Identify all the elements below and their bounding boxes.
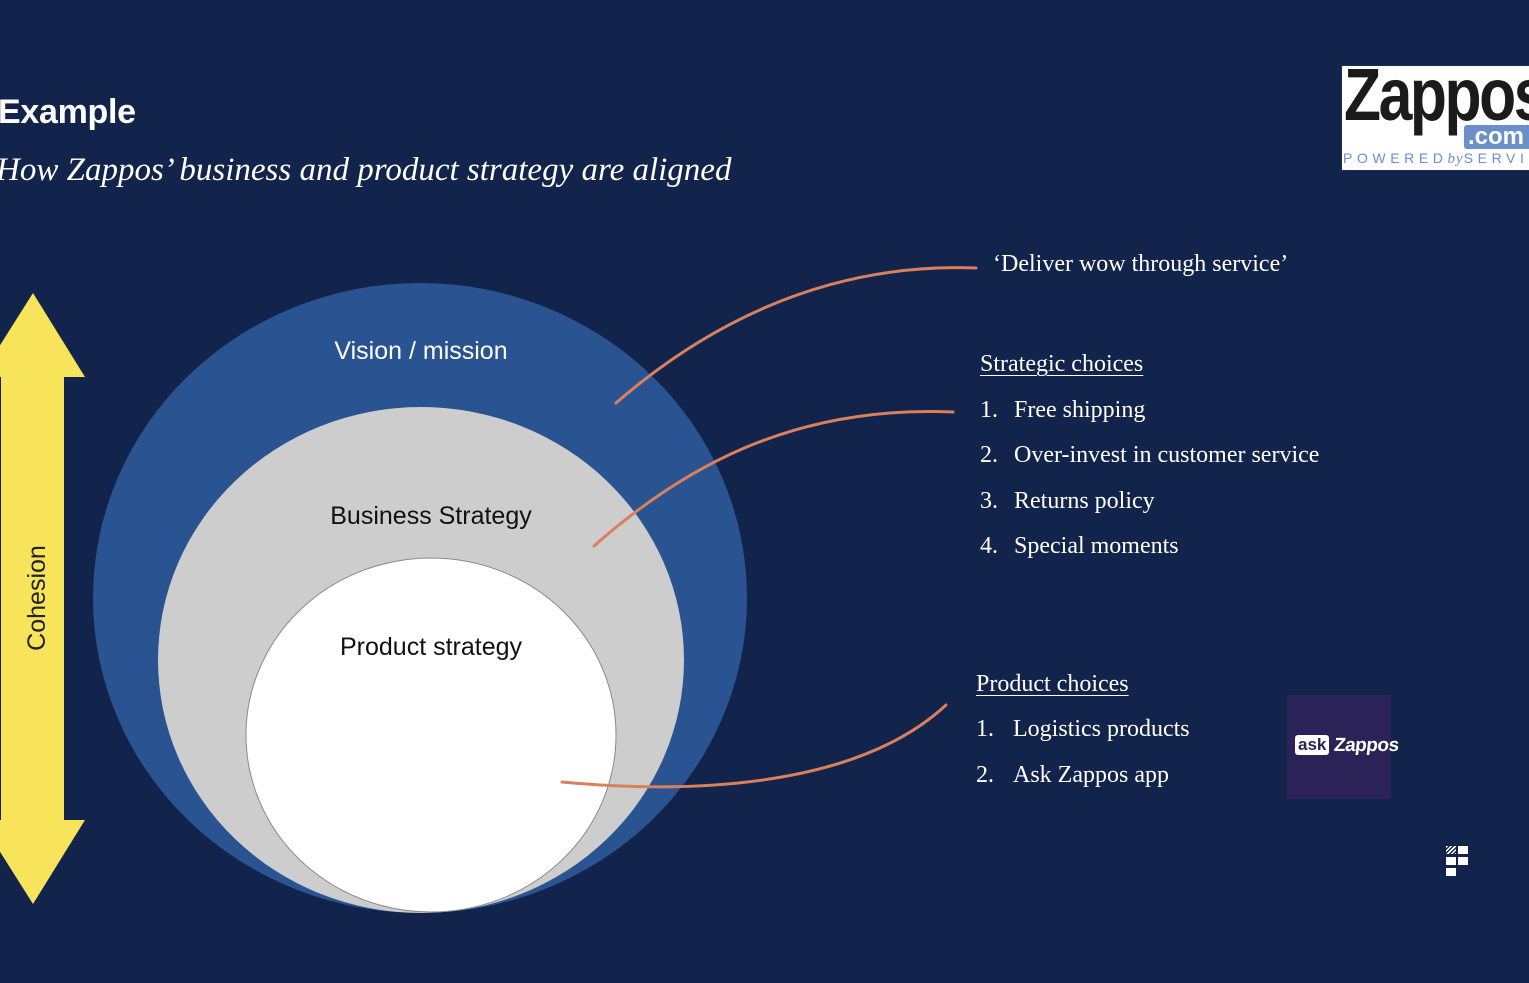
- zappos-logo-com: .com: [1464, 125, 1529, 149]
- product-choice-item: 1. Logistics products: [976, 716, 1190, 743]
- item-number: 3.: [980, 488, 998, 514]
- tagline-powered: POWERED: [1343, 150, 1448, 166]
- product-strategy-circle: [245, 557, 617, 913]
- ask-zappos-logo-ask: ask: [1295, 735, 1330, 755]
- item-number: 4.: [980, 533, 998, 559]
- item-text: Free shipping: [1014, 397, 1146, 423]
- ask-zappos-logo-word: Zappos: [1332, 735, 1400, 756]
- strategic-choice-item: 1. Free shipping: [980, 397, 1145, 424]
- zappos-logo: Zappos .com POWEREDbySERVICE: [1341, 65, 1529, 171]
- brand-grid-cell: [1458, 846, 1468, 854]
- item-text: Special moments: [1014, 533, 1179, 559]
- brand-grid-hatched-cell: [1446, 846, 1456, 854]
- cohesion-label: Cohesion: [23, 545, 51, 651]
- strategic-choice-item: 2. Over-invest in customer service: [980, 442, 1319, 469]
- strategic-choices-heading: Strategic choices: [980, 351, 1144, 377]
- tagline-by: by: [1447, 151, 1464, 167]
- product-connector: [560, 703, 948, 789]
- vision-connector: [614, 266, 978, 405]
- brand-grid-cell: [1446, 857, 1456, 865]
- product-choice-item: 2. Ask Zappos app: [976, 762, 1169, 789]
- zappos-logo-tagline: POWEREDbySERVICE: [1343, 150, 1529, 168]
- tagline-service: SERVICE: [1463, 150, 1529, 166]
- strategic-choice-item: 3. Returns policy: [980, 488, 1155, 515]
- product-choices-heading: Product choices: [976, 671, 1129, 697]
- product-strategy-label: Product strategy: [340, 633, 523, 661]
- item-number: 2.: [976, 762, 994, 788]
- slide-subtitle: How Zappos’ business and product strateg…: [0, 152, 732, 188]
- item-text: Ask Zappos app: [1013, 762, 1169, 788]
- item-number: 1.: [980, 397, 998, 423]
- item-text: Returns policy: [1014, 488, 1155, 514]
- strategic-choice-item: 4. Special moments: [980, 533, 1179, 560]
- ask-zappos-logo: ask Zappos: [1287, 695, 1400, 799]
- business-connector: [592, 409, 955, 548]
- zappos-logo-word: Zappos: [1344, 65, 1529, 136]
- business-strategy-label: Business Strategy: [330, 502, 532, 530]
- item-number: 1.: [976, 716, 994, 742]
- item-text: Logistics products: [1013, 716, 1190, 742]
- item-text: Over-invest in customer service: [1014, 442, 1320, 468]
- slide-title: Example: [0, 93, 136, 131]
- brand-grid-cell: [1446, 868, 1456, 876]
- vision-quote: ‘Deliver wow through service’: [993, 251, 1289, 277]
- cohesion-arrow: [0, 293, 85, 904]
- brand-grid-cell: [1458, 857, 1468, 865]
- item-number: 2.: [980, 442, 998, 468]
- vision-label: Vision / mission: [334, 337, 507, 365]
- brand-grid-icon: [1446, 846, 1472, 878]
